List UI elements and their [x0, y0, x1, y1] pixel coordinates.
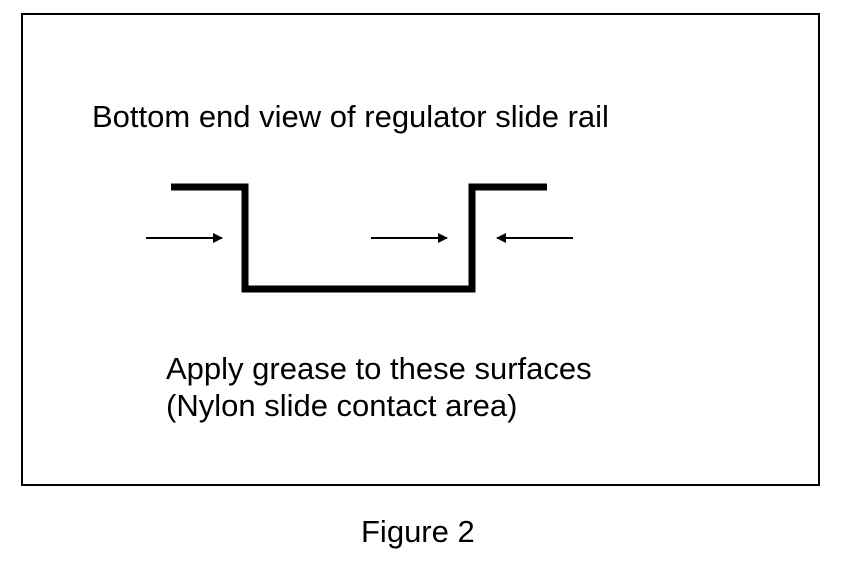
rail-profile — [171, 183, 547, 293]
figure-caption: Figure 2 — [361, 514, 475, 549]
grease-note: Apply grease to these surfaces (Nylon sl… — [166, 350, 592, 424]
diagram-title: Bottom end view of regulator slide rail — [92, 99, 609, 134]
figure-frame — [21, 13, 820, 486]
grease-note-line-1: Apply grease to these surfaces — [166, 351, 592, 386]
grease-note-line-2: (Nylon slide contact area) — [166, 388, 518, 423]
